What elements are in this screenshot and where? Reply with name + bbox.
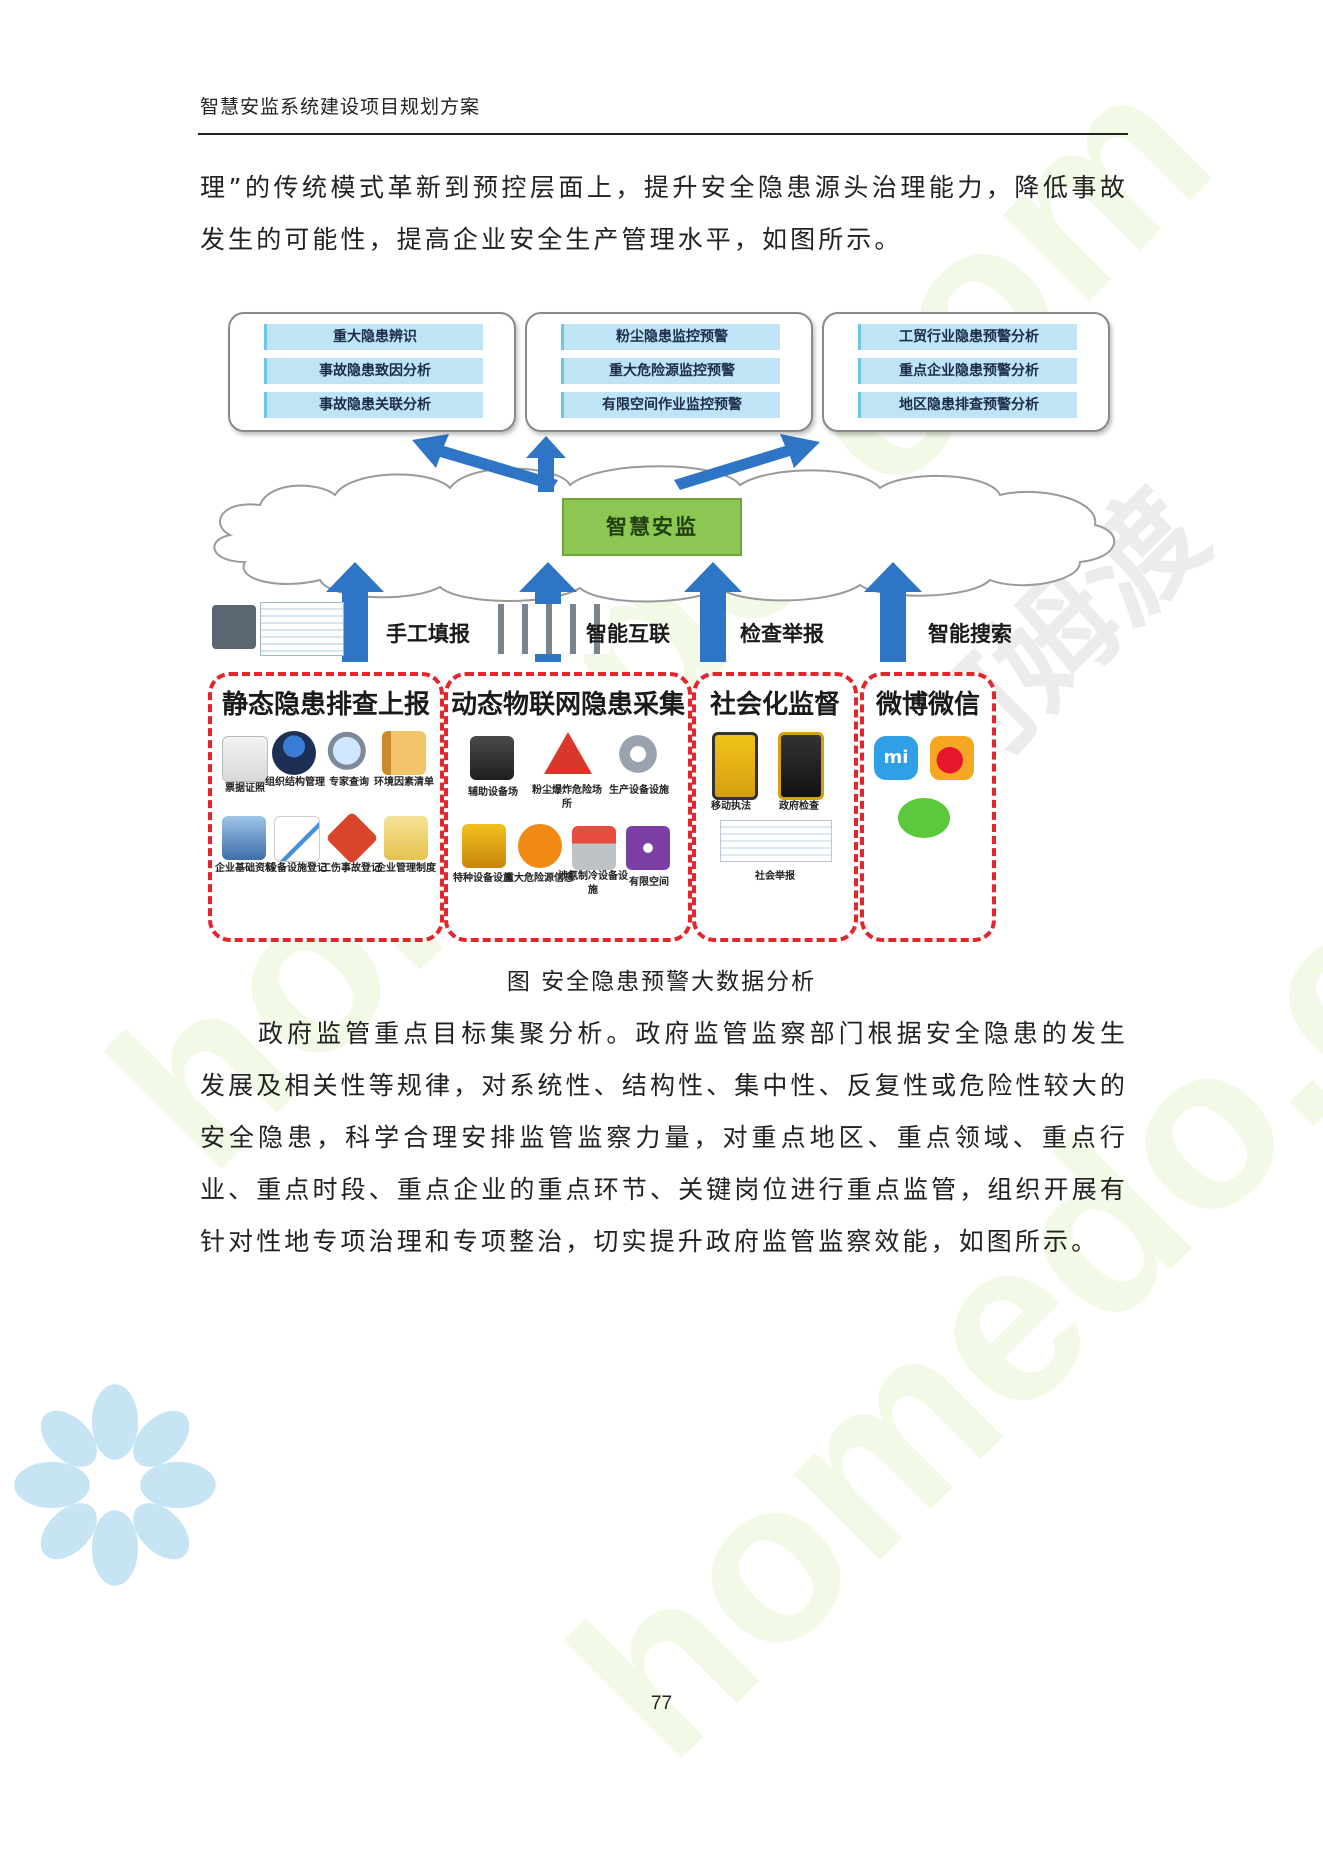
icon-label: 有限空间 — [629, 877, 669, 888]
icon-label: 涉氨制冷设备设施 — [558, 871, 628, 896]
icon-label: 移动执法 — [711, 801, 751, 812]
icon-label: 粉尘爆炸危险场所 — [532, 785, 602, 810]
center-node: 智慧安监 — [562, 498, 742, 556]
document-icon — [222, 736, 268, 782]
radiation-icon — [626, 826, 670, 870]
terminal-device-icon — [470, 736, 514, 780]
arrow-label: 检查举报 — [740, 622, 824, 646]
analysis-item: 重点企业隐患预警分析 — [858, 358, 1077, 384]
top-group-2: 粉尘隐患监控预警 重大危险源监控预警 有限空间作业监控预警 — [525, 312, 813, 432]
arrow-label: 智能搜索 — [928, 622, 1012, 646]
analysis-item: 重大隐患辨识 — [264, 324, 483, 350]
phone-icon — [778, 732, 824, 800]
source-social: 社会化监督 移动执法 政府检查 社会举报 — [692, 672, 858, 942]
icon-label: 重大危险源信息 — [504, 873, 574, 884]
folder-icon — [384, 816, 428, 860]
mi-app-icon: mi — [874, 736, 918, 780]
wechat-icon — [898, 798, 950, 838]
analysis-item: 地区隐患排查预警分析 — [858, 392, 1077, 418]
analysis-item: 有限空间作业监控预警 — [561, 392, 780, 418]
source-iot: 动态物联网隐患采集 辅助设备场 粉尘爆炸危险场所 生产设备设施 特种设备设施 重… — [444, 672, 692, 942]
excavator-icon — [462, 824, 506, 868]
weibo-icon — [930, 736, 974, 780]
icon-label: 环境因素清单 — [374, 777, 434, 788]
icon-label: 企业管理制度 — [376, 863, 436, 874]
paragraph-body: 政府监管重点目标集聚分析。政府监管监察部门根据安全隐患的发生发展及相关性等规律，… — [200, 1019, 1128, 1256]
medical-kit-icon — [325, 811, 379, 865]
factory-icon — [572, 826, 616, 870]
building-icon — [222, 816, 266, 860]
icon-label: 设备设施登记 — [267, 863, 327, 874]
icon-label: 特种设备设施 — [453, 873, 513, 884]
source-title: 静态隐患排查上报 — [221, 690, 430, 720]
form-thumbnail-icon — [212, 605, 256, 649]
top-group-1: 重大隐患辨识 事故隐患致因分析 事故隐患关联分析 — [228, 312, 516, 432]
icon-label: 专家查询 — [329, 777, 369, 788]
analysis-item: 事故隐患致因分析 — [264, 358, 483, 384]
analysis-item: 事故隐患关联分析 — [264, 392, 483, 418]
icon-label: 组织结构管理 — [265, 777, 325, 788]
spreadsheet-thumbnail-icon — [260, 602, 344, 656]
arrow-label: 手工填报 — [386, 622, 470, 646]
source-static: 静态隐患排查上报 票据证照 组织结构管理 专家查询 环境因素清单 企业基础资料 … — [208, 672, 444, 942]
figure-caption: 图 安全隐患预警大数据分析 — [506, 969, 817, 995]
icon-label: 辅助设备场 — [468, 787, 518, 798]
page-number: 77 — [650, 1693, 673, 1714]
source-title: 微博微信 — [875, 690, 980, 720]
top-group-3: 工贸行业隐患预警分析 重点企业隐患预警分析 地区隐患排查预警分析 — [822, 312, 1110, 432]
arrow-up-icons — [412, 434, 820, 492]
analysis-item: 工贸行业隐患预警分析 — [858, 324, 1077, 350]
watermark-flower-icon — [14, 1384, 216, 1586]
skull-icon — [518, 824, 562, 868]
icon-label: 社会举报 — [755, 871, 795, 882]
icon-label: 票据证照 — [225, 783, 265, 794]
magnifier-icon — [327, 731, 371, 775]
icon-label: 企业基础资料 — [215, 863, 275, 874]
paragraph-intro: 理”的传统模式革新到预控层面上，提升安全隐患源头治理能力，降低事故发生的可能性，… — [200, 173, 1128, 254]
page-header: 智慧安监系统建设项目规划方案 — [200, 96, 481, 118]
notebook-icon — [382, 731, 426, 775]
source-weibo-weixin: 微博微信 mi — [860, 672, 996, 942]
analysis-item: 粉尘隐患监控预警 — [561, 324, 780, 350]
sensor-devices-icon — [490, 604, 610, 654]
icon-label: 工伤事故登记 — [321, 863, 381, 874]
org-person-icon — [272, 731, 316, 775]
analysis-item: 重大危险源监控预警 — [561, 358, 780, 384]
source-title: 动态物联网隐患采集 — [450, 690, 685, 720]
warning-sign-icon — [544, 732, 592, 774]
source-title: 社会化监督 — [709, 690, 840, 720]
icon-label: 生产设备设施 — [609, 785, 669, 796]
icon-label: 政府检查 — [779, 801, 819, 812]
pen-chart-icon — [274, 816, 320, 862]
gears-icon — [616, 732, 660, 776]
hazard-bigdata-diagram: 重大隐患辨识 事故隐患致因分析 事故隐患关联分析 粉尘隐患监控预警 重大危险源监… — [200, 300, 1130, 960]
report-screenshot-icon — [720, 820, 832, 862]
phone-icon — [712, 732, 758, 800]
arrow-label: 智能互联 — [586, 622, 670, 646]
header-rule — [198, 133, 1128, 135]
